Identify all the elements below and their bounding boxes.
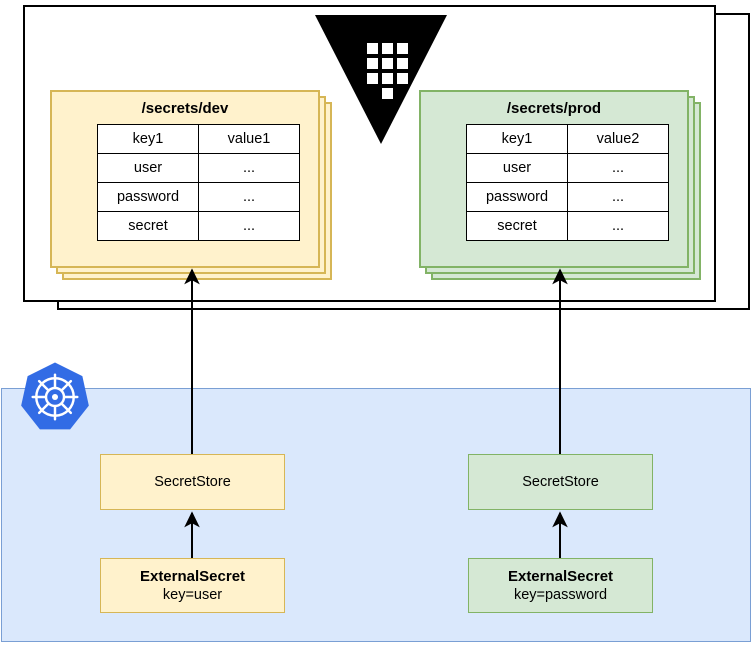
secrets-table-dev: key1 value1 user ... password ... secret…: [97, 124, 300, 241]
table-cell-key: user: [97, 153, 199, 183]
node-externalsecret-prod[interactable]: ExternalSecret key=password: [468, 558, 653, 613]
table-cell-value: ...: [198, 211, 300, 241]
node-externalsecret-dev[interactable]: ExternalSecret key=user: [100, 558, 285, 613]
node-secretstore-dev[interactable]: SecretStore: [100, 454, 285, 510]
table-row: key1 value1: [97, 124, 300, 154]
vault-path-panel-dev: /secrets/dev key1 value1 user ... passwo…: [50, 90, 350, 280]
table-cell-value: value1: [198, 124, 300, 154]
panel-card-front: /secrets/dev key1 value1 user ... passwo…: [50, 90, 320, 268]
node-secretstore-prod[interactable]: SecretStore: [468, 454, 653, 510]
node-subtitle: key=password: [513, 586, 608, 603]
table-cell-key: secret: [97, 211, 199, 241]
node-title: ExternalSecret: [507, 567, 614, 585]
table-row: user ...: [97, 153, 300, 183]
table-cell-value: ...: [198, 153, 300, 183]
kubernetes-logo: [19, 361, 91, 433]
table-cell-key: user: [466, 153, 568, 183]
table-row: key1 value2: [466, 124, 669, 154]
table-row: secret ...: [466, 211, 669, 241]
table-cell-key: secret: [466, 211, 568, 241]
vault-path-panel-prod: /secrets/prod key1 value2 user ... passw…: [419, 90, 719, 280]
panel-card-front: /secrets/prod key1 value2 user ... passw…: [419, 90, 689, 268]
table-cell-value: value2: [567, 124, 669, 154]
table-row: password ...: [466, 182, 669, 212]
table-cell-key: key1: [97, 124, 199, 154]
table-cell-key: password: [466, 182, 568, 212]
table-cell-key: password: [97, 182, 199, 212]
table-row: user ...: [466, 153, 669, 183]
vault-path-label-dev: /secrets/dev: [141, 100, 229, 117]
table-cell-value: ...: [567, 211, 669, 241]
table-row: password ...: [97, 182, 300, 212]
vault-path-label-prod: /secrets/prod: [506, 100, 602, 117]
table-cell-value: ...: [567, 182, 669, 212]
node-title: ExternalSecret: [139, 567, 246, 585]
node-label: SecretStore: [154, 473, 231, 490]
table-cell-key: key1: [466, 124, 568, 154]
table-row: secret ...: [97, 211, 300, 241]
node-subtitle: key=user: [162, 586, 223, 603]
node-label: SecretStore: [522, 473, 599, 490]
secrets-table-prod: key1 value2 user ... password ... secret…: [466, 124, 669, 241]
vault-logo: [312, 12, 450, 147]
table-cell-value: ...: [567, 153, 669, 183]
table-cell-value: ...: [198, 182, 300, 212]
